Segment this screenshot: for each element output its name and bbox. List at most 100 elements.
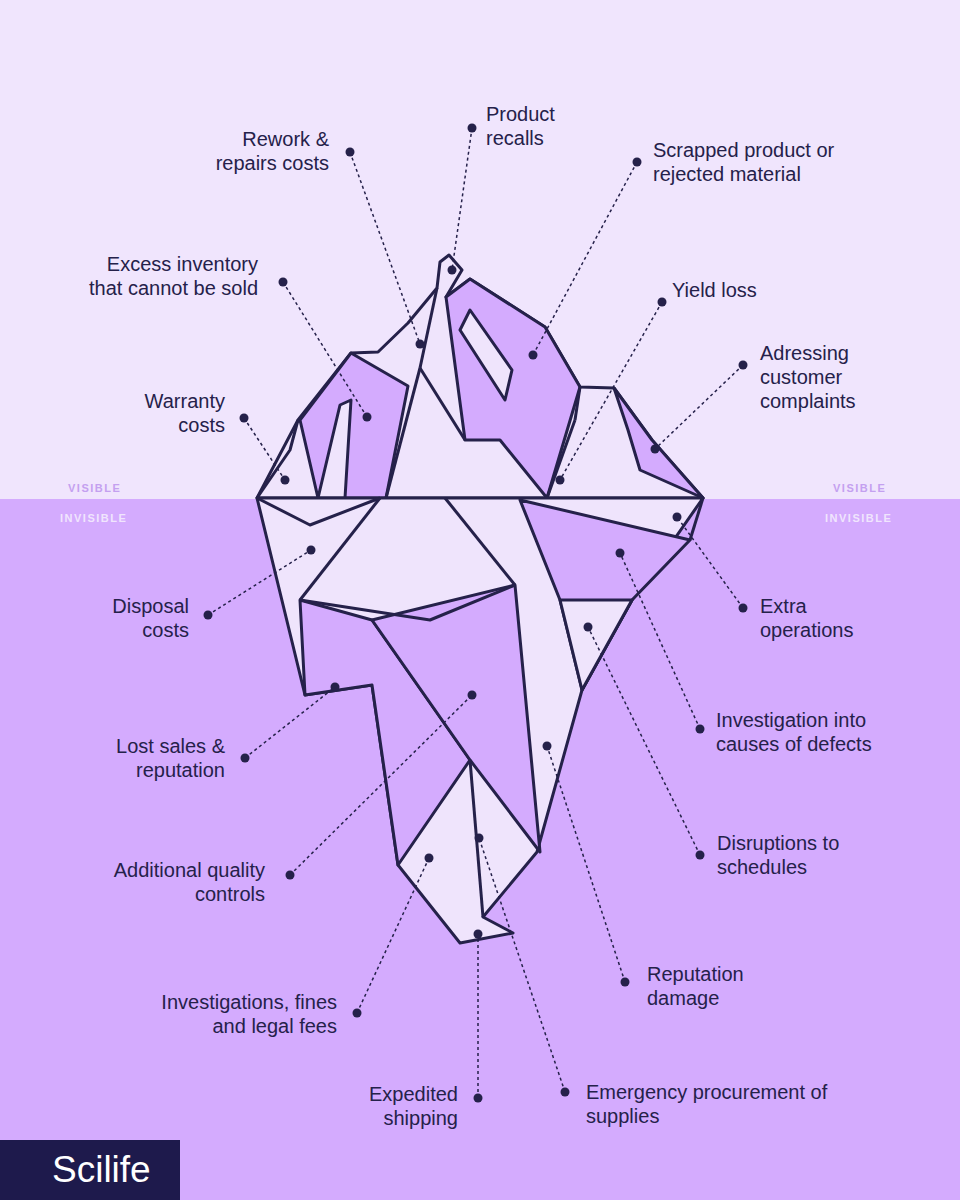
leader-dot (633, 158, 642, 167)
ice-edge (575, 387, 580, 420)
leader-dot (363, 413, 372, 422)
logo-text: Scilife (52, 1140, 151, 1200)
leader-dot (331, 683, 340, 692)
leader-line (533, 162, 637, 355)
ice-facet (318, 400, 351, 498)
ice-edge (300, 585, 515, 620)
leader-dot (279, 278, 288, 287)
leader-line (677, 517, 743, 608)
cost-label: Emergency procurement of supplies (586, 1080, 836, 1128)
leader-line (245, 687, 335, 758)
leader-dot (475, 834, 484, 843)
ice-facet (372, 585, 540, 852)
ice-edge (445, 498, 515, 585)
leader-line (620, 553, 700, 729)
ice-outline (257, 498, 703, 943)
leader-dot (281, 476, 290, 485)
leader-dot (474, 930, 483, 939)
leader-line (452, 128, 472, 270)
cost-label: Extra operations (760, 594, 880, 642)
leader-dot (468, 124, 477, 133)
leader-dot (543, 742, 552, 751)
zone-label: VISIBLE (68, 481, 188, 495)
ice-edge (420, 288, 437, 368)
ice-edge (547, 420, 575, 498)
cost-label: Expedited shipping (348, 1082, 458, 1130)
leader-dot (416, 340, 425, 349)
ice-facet (520, 500, 690, 690)
leader-line (655, 365, 743, 449)
leader-dot (240, 414, 249, 423)
cost-label: Investigations, fines and legal fees (127, 990, 337, 1038)
zone-label: INVISIBLE (825, 511, 945, 525)
leader-line (350, 152, 420, 344)
cost-label: Rework & repairs costs (189, 127, 329, 175)
leader-dot (651, 445, 660, 454)
ice-edge (420, 368, 465, 440)
cost-label: Excess inventory that cannot be sold (68, 252, 258, 300)
leader-dot (621, 978, 630, 987)
leader-line (477, 934, 479, 1098)
leader-dot (739, 604, 748, 613)
leader-lines (208, 128, 743, 1098)
leader-dot (561, 1088, 570, 1097)
leader-dot (286, 871, 295, 880)
ice-edge (470, 760, 483, 917)
leader-line (357, 858, 429, 1013)
leader-dot (584, 623, 593, 632)
cost-label: Product recalls (486, 102, 576, 150)
leader-dot (658, 298, 667, 307)
cost-label: Disposal costs (84, 594, 189, 642)
ice-facet (446, 279, 580, 498)
ice-edge (257, 420, 298, 498)
leader-dot (307, 546, 316, 555)
cost-label: Lost sales & reputation (95, 734, 225, 782)
leader-line (208, 550, 311, 615)
leader-dot (474, 1094, 483, 1103)
ice-edge (690, 498, 703, 540)
logo-box: Scilife (0, 1140, 180, 1200)
leader-line (283, 282, 367, 417)
leader-dot (353, 1009, 362, 1018)
cost-label: Scrapped product or rejected material (653, 138, 858, 186)
ice-facet (460, 310, 512, 400)
leader-dot (673, 513, 682, 522)
cost-label: Reputation damage (647, 962, 767, 1010)
leader-dot (739, 361, 748, 370)
cost-label: Warranty costs (120, 389, 225, 437)
leader-line (547, 746, 625, 982)
leader-dot (616, 549, 625, 558)
leader-dot (696, 851, 705, 860)
leader-line (290, 695, 472, 875)
cost-label: Disruptions to schedules (717, 831, 845, 879)
ice-facet (614, 388, 703, 498)
leader-dot (556, 476, 565, 485)
leader-dot (204, 611, 213, 620)
zone-label: INVISIBLE (60, 511, 180, 525)
leader-dot (468, 691, 477, 700)
leader-dot (346, 148, 355, 157)
ice-outline (257, 255, 703, 498)
leader-dot (696, 725, 705, 734)
iceberg-top (257, 255, 703, 498)
ice-edge (386, 368, 420, 498)
cost-label: Yield loss (672, 278, 872, 302)
leader-line (560, 302, 662, 480)
ice-edge (300, 498, 380, 600)
water-band (0, 499, 960, 1200)
cost-label: Investigation into causes of defects (716, 708, 901, 756)
leader-line (244, 418, 285, 480)
ice-facet (560, 600, 632, 690)
leader-dot (241, 754, 250, 763)
sky-band (0, 0, 960, 499)
zone-label: VISIBLE (833, 481, 953, 495)
leader-dot (448, 266, 457, 275)
leader-line (479, 838, 565, 1092)
leader-line (588, 627, 700, 855)
cost-label: Adressing customer complaints (760, 341, 880, 413)
cost-label: Additional quality controls (80, 858, 265, 906)
iceberg-bottom (257, 498, 703, 943)
leader-dot (425, 854, 434, 863)
leader-dot (529, 351, 538, 360)
